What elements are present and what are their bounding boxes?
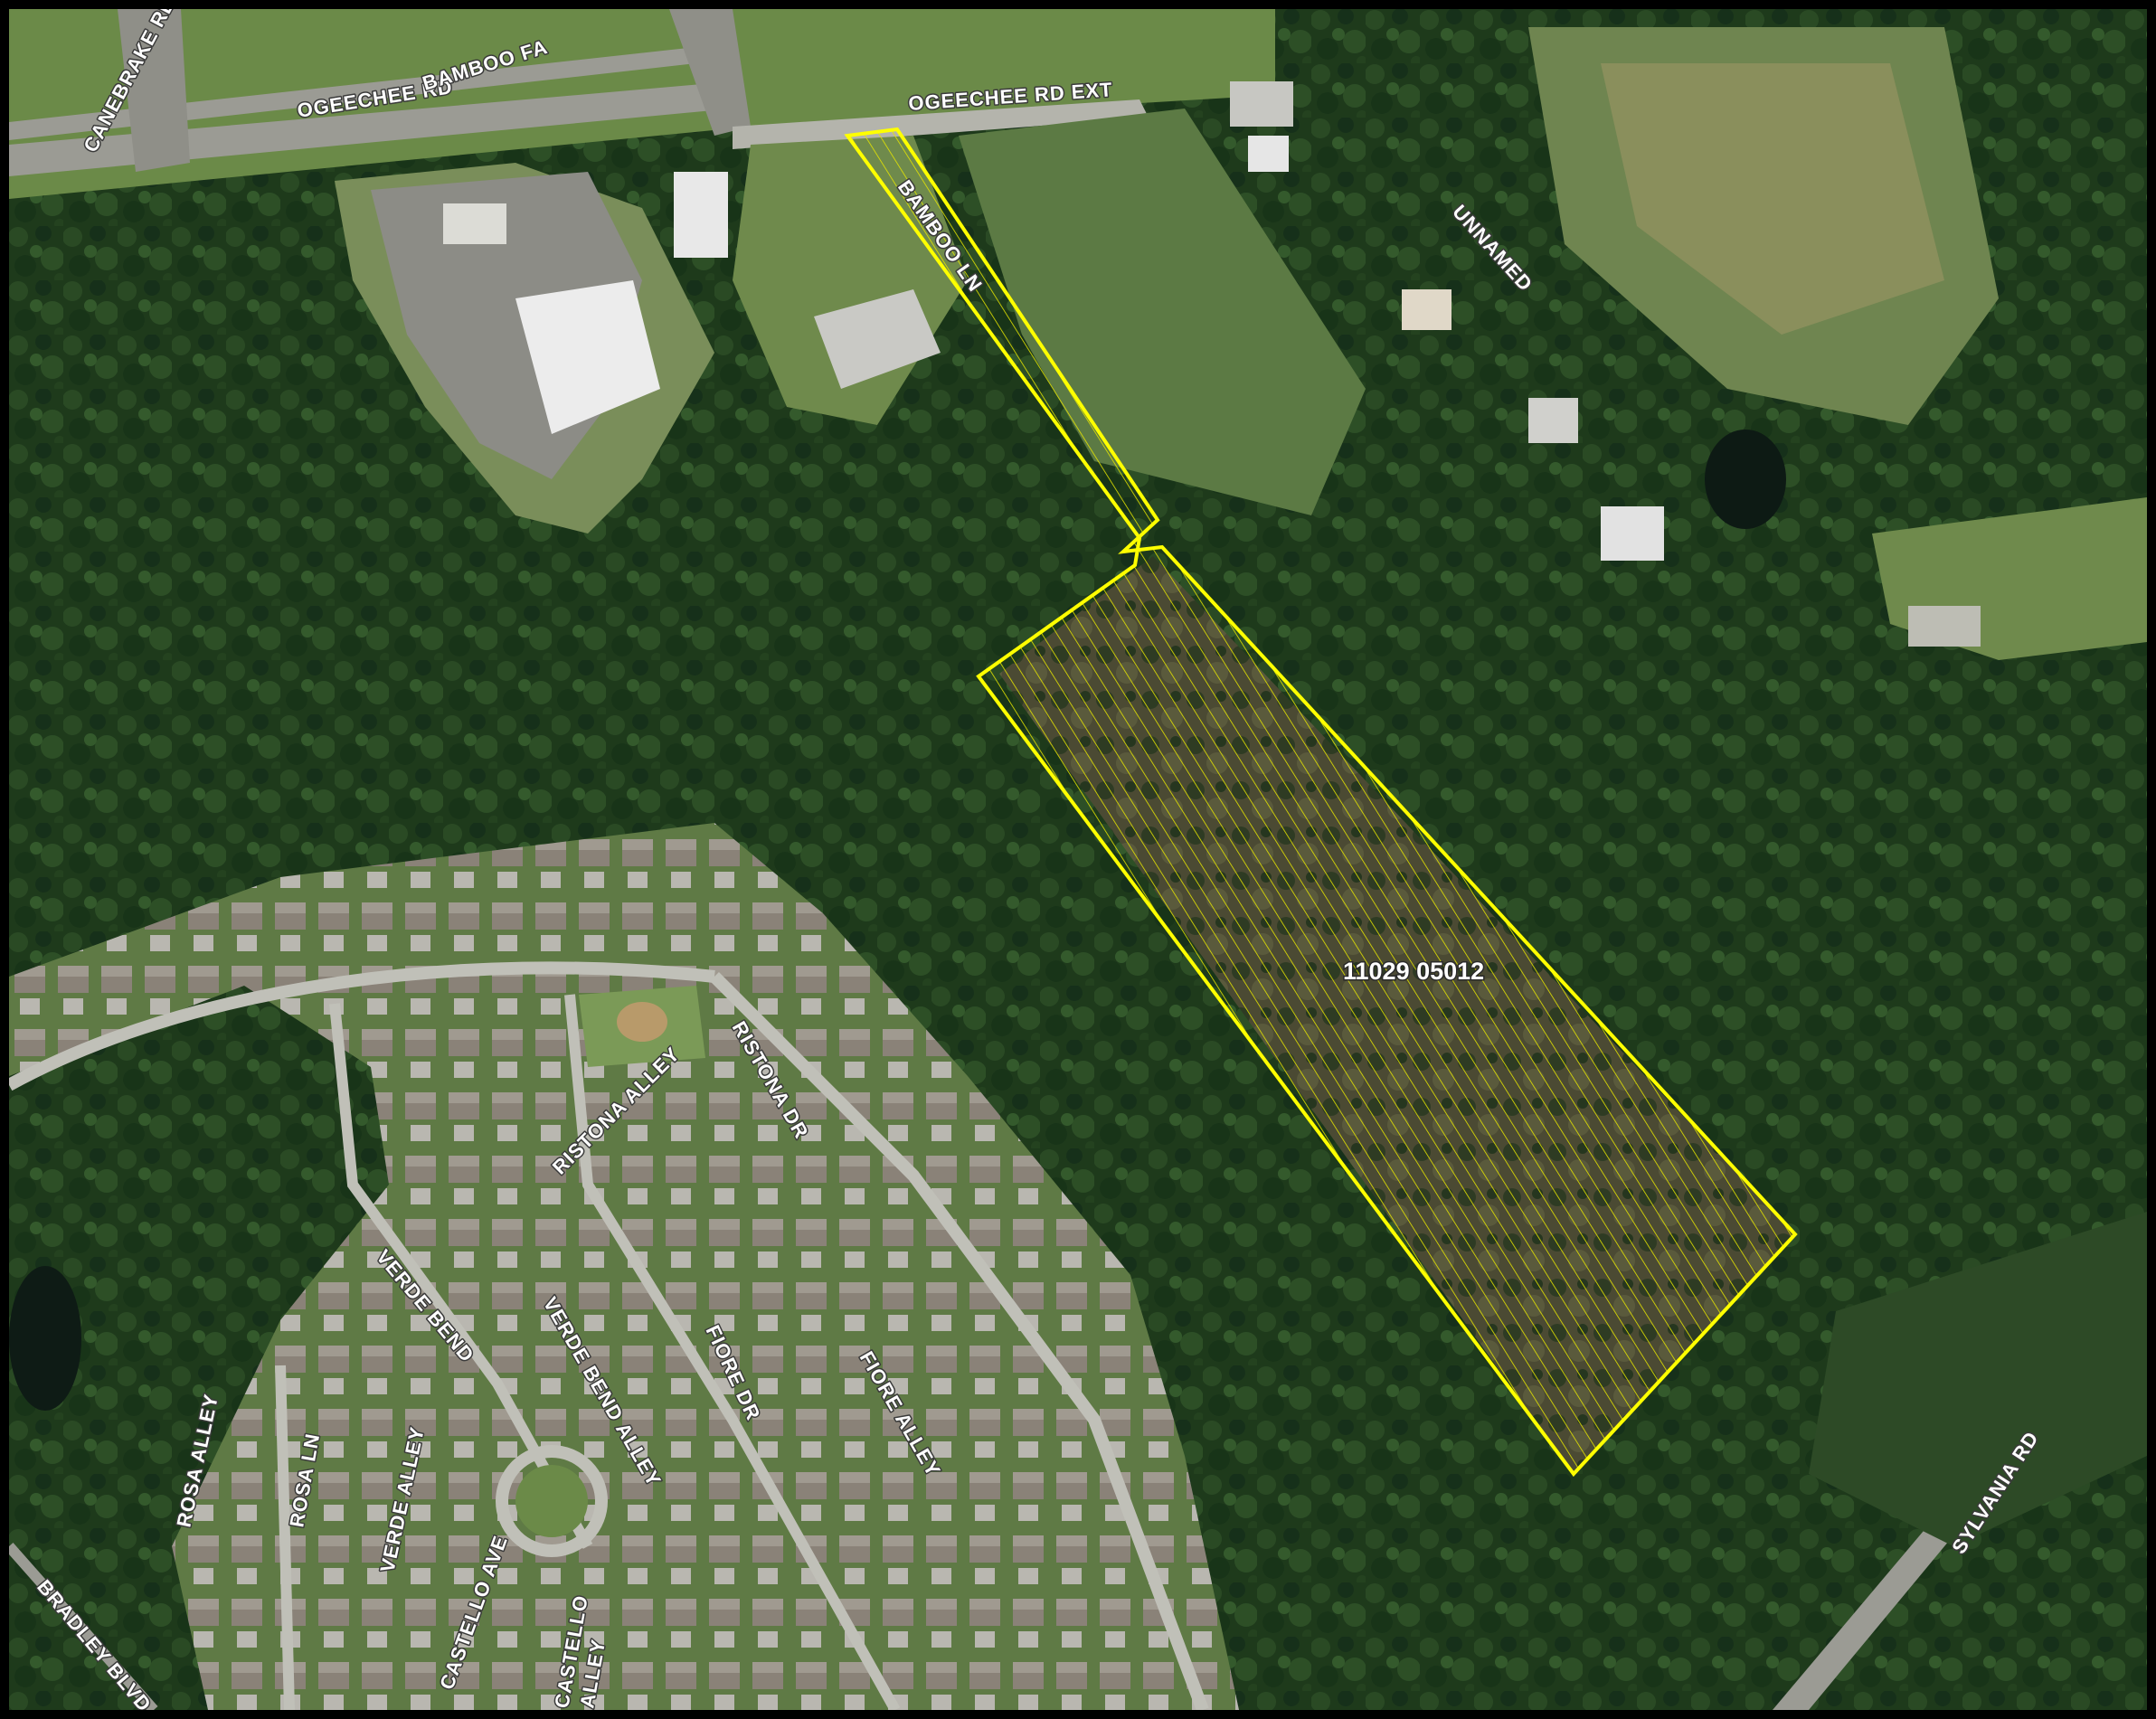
ramp-road — [669, 9, 751, 136]
parcel-outline[interactable] — [844, 127, 1798, 1478]
building-yard-4 — [1528, 398, 1578, 443]
cul-de-sac-island — [515, 1465, 588, 1537]
parcel-hatch — [847, 129, 1795, 1474]
building-yard-3 — [1402, 289, 1452, 330]
pond-north — [1705, 430, 1786, 529]
industrial-yard — [959, 109, 1366, 515]
open-field-center — [1601, 63, 1944, 335]
road-bradley-blvd — [9, 1543, 158, 1710]
road-main-loop — [9, 961, 715, 1091]
highway-ogeechee-rd — [9, 81, 733, 176]
building-yard-1 — [1230, 81, 1293, 127]
woods-southeast — [1809, 1212, 2147, 1546]
canopy-building — [443, 203, 506, 244]
road-rosa-ln — [275, 1365, 295, 1710]
warehouse-building — [814, 289, 941, 389]
woods-west — [9, 986, 389, 1710]
map-svg: CANEBRAKE RD OGEECHEE RD BAMBOO FA OGEEC… — [9, 9, 2147, 1710]
aerial-map[interactable]: CANEBRAKE RD OGEECHEE RD BAMBOO FA OGEEC… — [9, 9, 2147, 1710]
road-ogeechee-ext — [733, 99, 1149, 149]
building-yard-2 — [1248, 136, 1289, 172]
road-verde-bend — [329, 1003, 593, 1549]
store-building — [515, 280, 660, 434]
building-yard-5 — [1601, 506, 1664, 561]
road-ristona-dr — [710, 972, 1209, 1710]
road-fiore-dr — [564, 994, 901, 1710]
parcel-id-label: 11029 05012 — [1343, 958, 1484, 985]
house-east — [1908, 606, 1981, 647]
road-canebrake — [118, 9, 190, 172]
pond-west — [9, 1266, 81, 1411]
cul-de-sac — [496, 1445, 608, 1557]
small-building — [674, 172, 728, 258]
baseball-diamond — [617, 1002, 667, 1042]
